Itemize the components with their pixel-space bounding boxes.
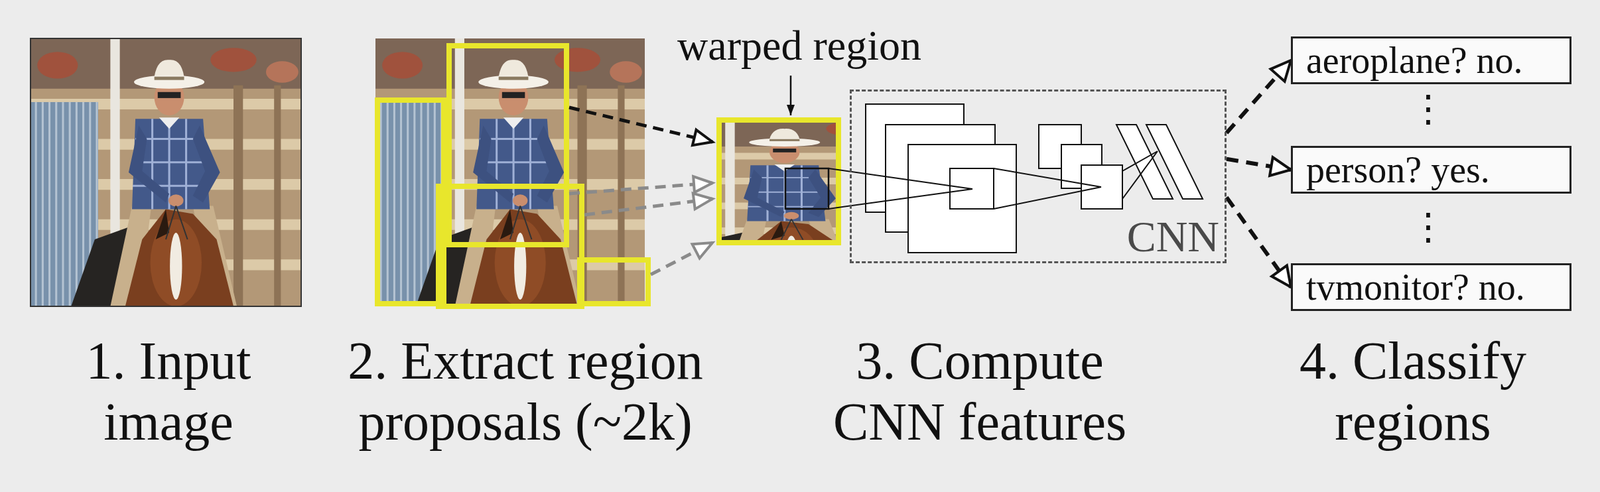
proposal-photo — [375, 38, 645, 307]
node-text: tvmonitor? no. — [1306, 266, 1526, 308]
step-caption: 3. Compute CNN features — [820, 330, 1139, 453]
proposal-arrow — [569, 183, 713, 194]
connector-arrow — [1226, 197, 1291, 288]
step-caption: 2. Extract region proposals (~2k) — [339, 330, 712, 453]
warped-frame — [719, 120, 839, 243]
callout-label-slot: warped region — [646, 22, 952, 69]
step-caption-slot: 3. Compute CNN features — [820, 330, 1139, 453]
class-box: person? yes. — [1290, 145, 1572, 194]
cnn-box: CNN — [849, 89, 1227, 264]
receptive-field — [785, 168, 829, 209]
connector-arrow — [1226, 159, 1291, 170]
ellipsis: ⋮ — [1408, 90, 1449, 128]
proposal-box — [449, 45, 567, 245]
node-text: aeroplane? no. — [1306, 39, 1523, 81]
step-caption-slot: 2. Extract region proposals (~2k) — [339, 330, 712, 453]
input-photo — [30, 38, 302, 307]
proposal-box — [377, 100, 444, 304]
projection-lines — [828, 151, 1158, 209]
ellipsis: ⋮ — [1408, 208, 1449, 246]
callout-label: warped region — [646, 22, 952, 69]
step-caption-slot: 1. Input image — [55, 330, 282, 453]
fc-layer — [1146, 124, 1203, 200]
step-caption-slot: 4. Classify regions — [1273, 330, 1553, 453]
proposal-arrow — [569, 107, 713, 142]
ellipsis-slot: ⋮ — [1408, 208, 1449, 246]
class-box: tvmonitor? no. — [1290, 263, 1572, 312]
node-text: person? yes. — [1306, 149, 1490, 191]
proposal-arrow — [650, 242, 713, 275]
ellipsis-slot: ⋮ — [1408, 90, 1449, 128]
step-caption: 1. Input image — [55, 330, 282, 453]
proposal-box — [438, 186, 582, 307]
class-box: aeroplane? no. — [1290, 36, 1572, 85]
conv-layer — [1081, 165, 1123, 209]
node-text: CNN — [1127, 214, 1220, 259]
step-caption: 4. Classify regions — [1273, 330, 1553, 453]
proposal-box — [579, 260, 649, 304]
conv-layer — [908, 144, 1017, 253]
photo-frame — [30, 38, 302, 307]
proposal-arrow — [584, 199, 713, 215]
connector-arrow — [1226, 60, 1291, 134]
leader-arrow — [790, 75, 793, 116]
